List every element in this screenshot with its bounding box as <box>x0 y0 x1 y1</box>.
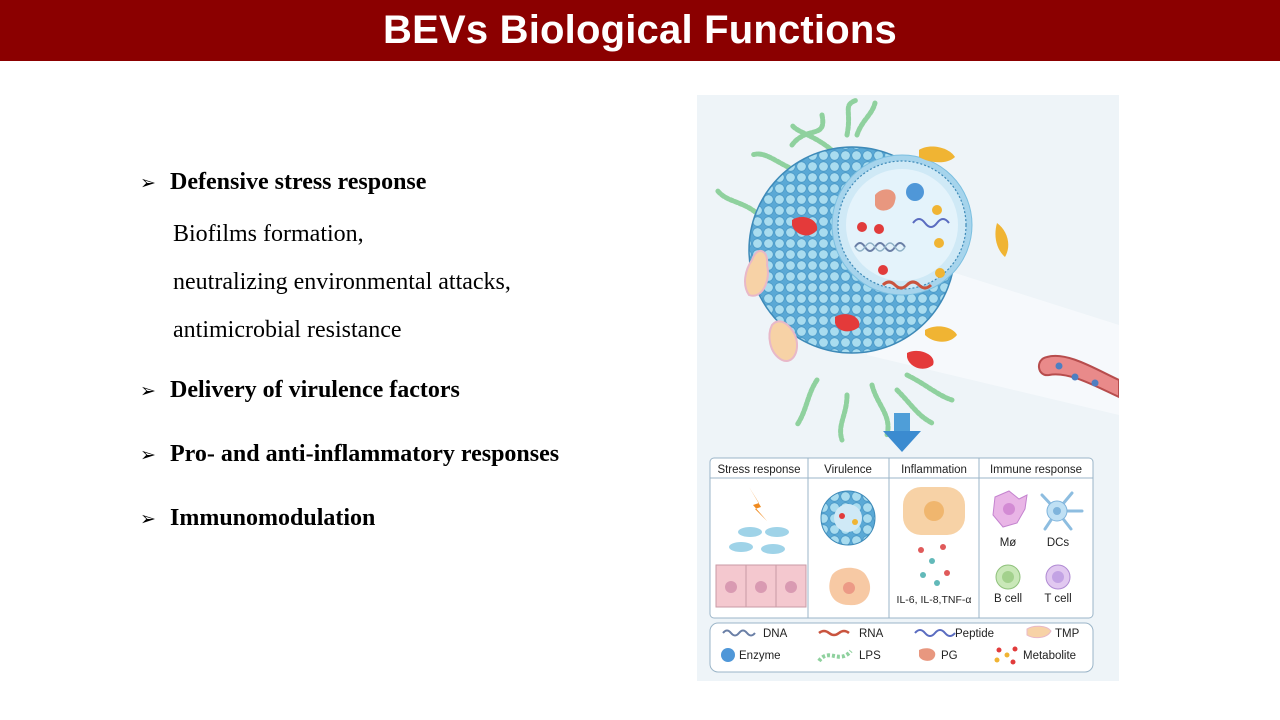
cell-label: Mø <box>1000 537 1017 549</box>
function-panels: Stress response Virulence Inflammation I… <box>709 457 1094 619</box>
dna-legend-icon <box>722 629 756 637</box>
rna-shape <box>881 280 933 290</box>
legend-label: LPS <box>859 650 881 662</box>
bullet-label: Delivery of virulence factors <box>170 377 460 403</box>
down-arrow-icon <box>883 413 921 452</box>
bullet-item: ➢ Defensive stress response <box>140 169 426 196</box>
legend-label: Peptide <box>955 628 994 640</box>
bullet-label: Pro- and anti-inflammatory responses <box>170 441 560 467</box>
legend-label: Metabolite <box>1023 650 1076 662</box>
lps-strands <box>714 97 955 443</box>
lps-legend-icon <box>817 649 853 663</box>
pg-shape <box>875 189 896 211</box>
tmp-legend-icon <box>1026 625 1052 639</box>
dna-shape <box>854 242 906 252</box>
enzyme-shape <box>906 183 924 201</box>
sub-item: Biofilms formation, <box>173 221 364 247</box>
bullet-label: Defensive stress response <box>170 169 427 195</box>
cytokine-label: IL-6, IL-8,TNF-α <box>897 594 972 606</box>
inflammation-panel-art: IL-6, IL-8,TNF-α <box>897 487 972 606</box>
stress-panel-art <box>715 487 807 608</box>
immune-panel-art: Mø DCs B cell T cell <box>992 490 1084 605</box>
slide-title: BEVs Biological Functions <box>383 8 897 52</box>
legend-label: DNA <box>763 628 788 640</box>
figure-legend: DNA RNA Peptide TMP Enzyme LPS PG Metabo… <box>709 622 1094 673</box>
sub-item: neutralizing environmental attacks, <box>173 269 511 295</box>
cell-label: T cell <box>1044 593 1071 605</box>
legend-label: Enzyme <box>739 650 781 662</box>
peptide-legend-icon <box>914 629 956 637</box>
arrow-bullet-icon: ➢ <box>140 379 156 402</box>
bev-figure: Stress response Virulence Inflammation I… <box>697 95 1119 681</box>
arrow-bullet-icon: ➢ <box>140 443 156 466</box>
bullet-label: Immunomodulation <box>170 505 376 531</box>
vesicle-illustration <box>744 146 1009 369</box>
arrow-bullet-icon: ➢ <box>140 507 156 530</box>
cell-label: B cell <box>994 593 1022 605</box>
panel-title: Stress response <box>717 464 800 476</box>
panel-title: Inflammation <box>901 464 967 476</box>
bullet-item: ➢ Delivery of virulence factors <box>140 377 460 404</box>
virulence-panel-art <box>820 490 876 606</box>
sub-item: antimicrobial resistance <box>173 317 402 343</box>
panel-title: Immune response <box>990 464 1082 476</box>
peptide-shape <box>912 218 950 228</box>
rna-legend-icon <box>818 629 850 637</box>
legend-label: PG <box>941 650 958 662</box>
metabolite-legend-icon <box>994 646 1018 665</box>
panel-title: Virulence <box>824 464 872 476</box>
legend-label: RNA <box>859 628 884 640</box>
arrow-bullet-icon: ➢ <box>140 171 156 194</box>
legend-label: TMP <box>1055 628 1080 640</box>
cell-label: DCs <box>1047 537 1070 549</box>
enzyme-legend-icon <box>721 648 735 662</box>
blood-vessel-illustration <box>1038 354 1119 399</box>
bullet-item: ➢ Pro- and anti-inflammatory responses <box>140 441 559 468</box>
pg-legend-icon <box>919 648 936 661</box>
bullet-item: ➢ Immunomodulation <box>140 505 375 532</box>
title-bar: BEVs Biological Functions <box>0 0 1280 61</box>
